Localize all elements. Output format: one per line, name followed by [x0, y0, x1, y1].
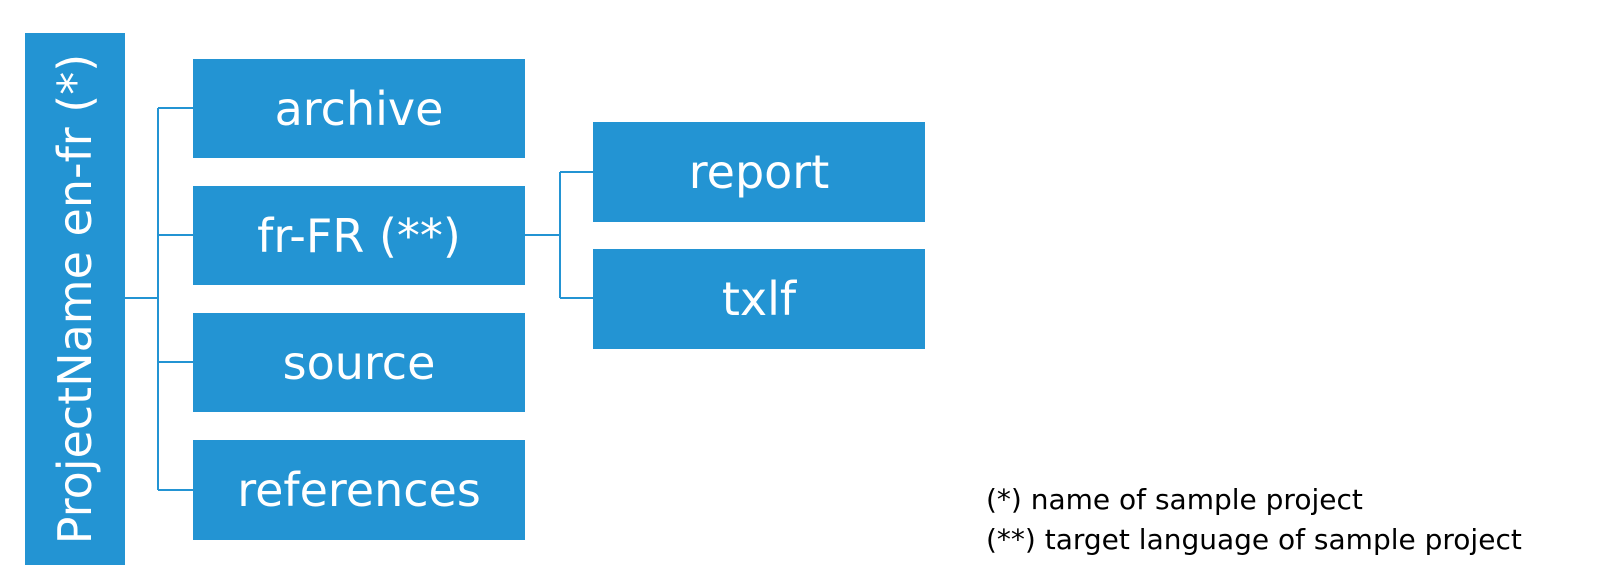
footnotes: (*) name of sample project (**) target l…: [986, 480, 1522, 560]
grandchild-node-txlf: txlf: [593, 249, 925, 349]
child-node-archive: archive: [193, 59, 525, 158]
footnote-target-language: (**) target language of sample project: [986, 523, 1522, 556]
grandchild-node-label: report: [688, 145, 830, 199]
grandchild-node-report: report: [593, 122, 925, 222]
child-node-fr-fr: fr-FR (**): [193, 186, 525, 285]
child-node-references: references: [193, 440, 525, 540]
footnote-project-name: (*) name of sample project: [986, 483, 1363, 516]
child-node-label: fr-FR (**): [257, 208, 461, 263]
child-node-source: source: [193, 313, 525, 412]
root-node-project: ProjectName en-fr (*): [25, 33, 125, 565]
child-node-label: references: [237, 463, 481, 517]
child-node-label: archive: [274, 81, 444, 136]
root-node-label: ProjectName en-fr (*): [48, 53, 103, 545]
child-node-label: source: [282, 335, 436, 390]
grandchild-node-label: txlf: [721, 272, 797, 326]
